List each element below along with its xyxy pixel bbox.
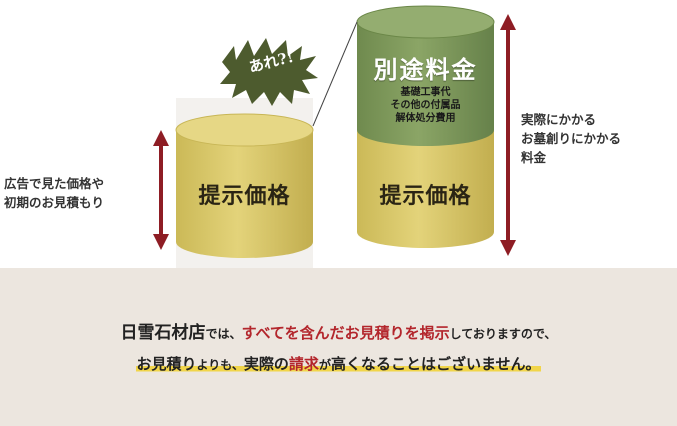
banner-line2: お見積りよりも、実際の請求が高くなることはございません。	[0, 353, 677, 374]
left-cylinder	[175, 113, 314, 258]
banner-text: しておりますので、	[449, 327, 557, 341]
banner-line1: 日雪石材店では、すべてを含んだお見積りを掲示しておりますので、	[0, 318, 677, 343]
right-description-line2: お墓創りにかかる	[521, 131, 622, 146]
banner-emphasis: 請求	[288, 355, 319, 373]
double-arrow-icon	[500, 14, 516, 256]
banner-text: では、	[205, 327, 242, 341]
extra-fee-item: その他の付属品	[390, 100, 461, 111]
banner-text: 高くなることはございません。	[330, 355, 541, 373]
banner-text: よりも、	[196, 358, 244, 372]
extra-fee-title: 別途料金	[373, 55, 478, 84]
banner-text: が	[318, 358, 331, 372]
message-banner	[0, 268, 677, 426]
right-description-line1: 実際にかかる	[521, 112, 597, 127]
store-name: 日雪石材店	[120, 323, 206, 343]
left-description-line1: 広告で見た価格や	[4, 176, 105, 191]
banner-emphasis: すべてを含んだお見積りを掲示	[241, 324, 450, 342]
banner-highlight: お見積りよりも、実際の請求が高くなることはございません。	[136, 355, 541, 373]
left-description: 広告で見た価格や 初期のお見積もり	[4, 174, 154, 212]
left-cylinder-label: 提示価格	[198, 183, 291, 209]
extra-fee-item: 基礎工事代	[400, 87, 451, 98]
right-cylinder-label: 提示価格	[379, 183, 472, 209]
diagram-graphics	[153, 5, 516, 268]
banner-text: お見積り	[136, 355, 197, 373]
extra-fee-item: 解体処分費用	[395, 113, 456, 124]
extra-fee-items: 基礎工事代 その他の付属品 解体処分費用	[357, 86, 494, 125]
banner-text: 実際の	[243, 355, 289, 373]
right-cylinder	[356, 5, 495, 248]
double-arrow-icon	[153, 130, 169, 250]
connector-line	[312, 21, 358, 127]
left-description-line2: 初期のお見積もり	[4, 195, 105, 210]
speech-bubble-icon	[220, 38, 318, 106]
right-description-line3: 料金	[521, 150, 547, 165]
right-description: 実際にかかる お墓創りにかかる 料金	[521, 110, 671, 167]
